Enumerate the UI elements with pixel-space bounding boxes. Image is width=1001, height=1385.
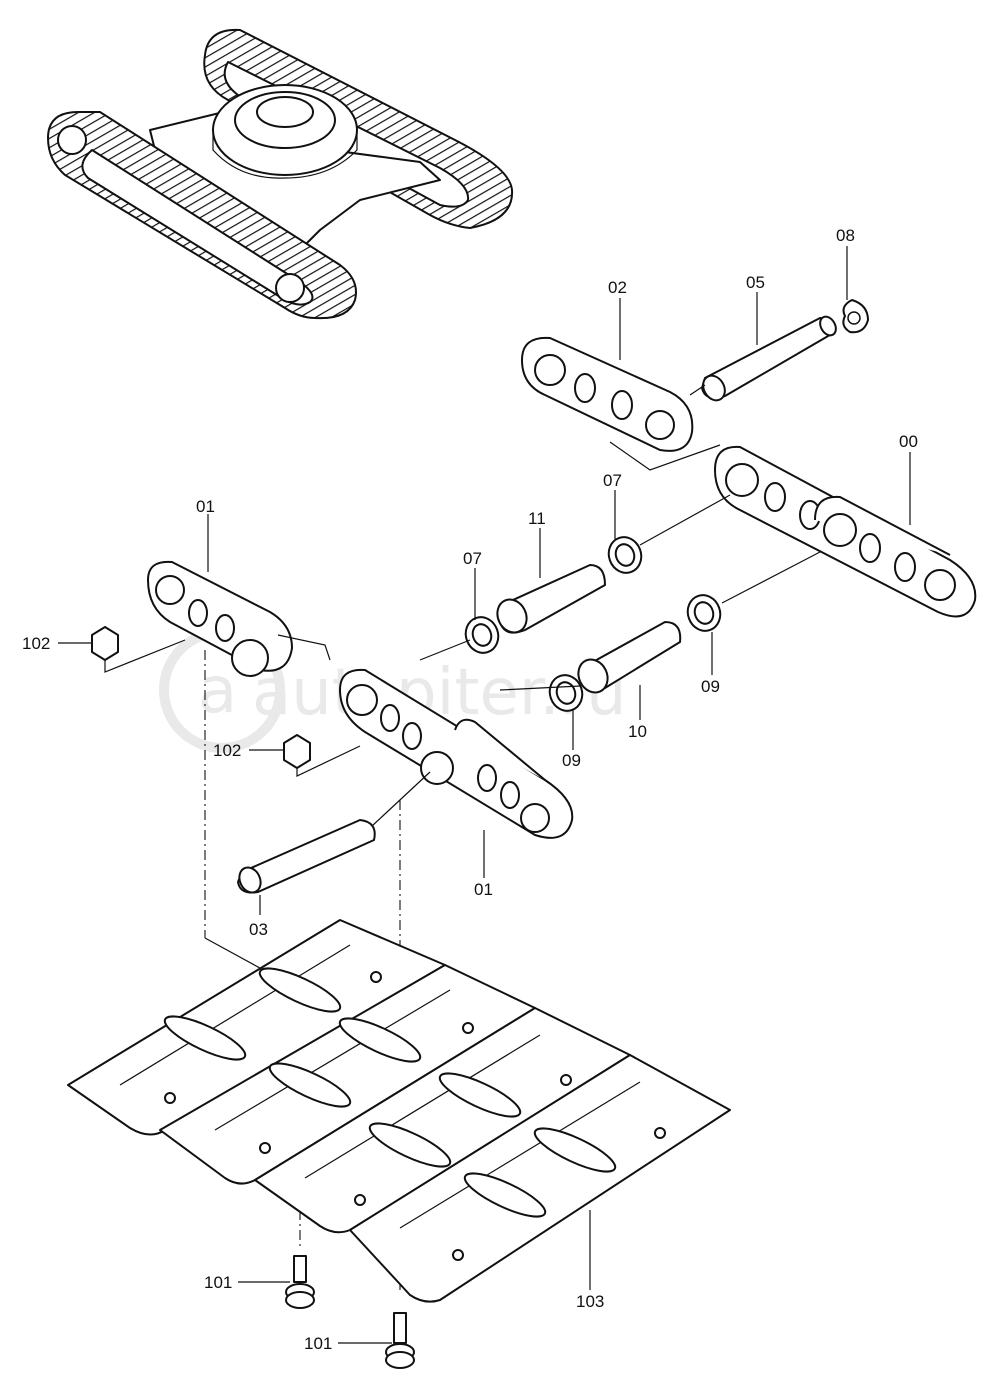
link-01-upper — [147, 560, 331, 677]
label-09-right: 09 — [701, 677, 720, 696]
seal-09-right — [686, 594, 722, 632]
label-07-lower: 07 — [463, 549, 482, 568]
label-01-center: 01 — [474, 880, 493, 899]
label-103: 103 — [576, 1292, 604, 1311]
label-00: 00 — [899, 432, 918, 451]
link-02 — [521, 336, 721, 471]
front-track — [46, 111, 357, 320]
bolt-101-lower — [385, 1312, 415, 1369]
label-10: 10 — [628, 722, 647, 741]
leader-lines — [58, 246, 911, 1344]
track-shoes — [67, 919, 731, 1303]
bolt-101-upper — [285, 1255, 315, 1309]
bushing-10 — [577, 621, 682, 694]
label-03: 03 — [249, 920, 268, 939]
label-09-center: 09 — [562, 751, 581, 770]
nut-102-lower — [283, 734, 361, 777]
seal-07-lower — [464, 616, 500, 654]
bushing-11 — [496, 564, 606, 634]
label-11: 11 — [528, 509, 546, 528]
undercarriage-illustration — [46, 28, 514, 320]
pin-05 — [701, 315, 837, 402]
label-05: 05 — [746, 273, 765, 292]
label-101-lower: 101 — [304, 1334, 332, 1353]
svg-text:a: a — [198, 654, 237, 728]
label-08: 08 — [836, 226, 855, 245]
part-labels: 08 05 02 00 07 11 01 07 102 09 10 102 09… — [22, 226, 918, 1353]
label-02: 02 — [608, 278, 627, 297]
label-101-upper: 101 — [204, 1273, 232, 1292]
seal-07-upper — [607, 536, 643, 574]
snap-ring-08 — [842, 299, 869, 334]
label-01-upper: 01 — [196, 497, 215, 516]
label-07-upper: 07 — [603, 471, 622, 490]
link-00 — [714, 445, 977, 618]
pin-03 — [237, 819, 376, 894]
label-102-lower: 102 — [213, 741, 241, 760]
nut-102-upper — [91, 626, 186, 673]
seal-09-center — [548, 674, 584, 712]
link-01-center — [339, 668, 574, 839]
label-102-upper: 102 — [22, 634, 50, 653]
